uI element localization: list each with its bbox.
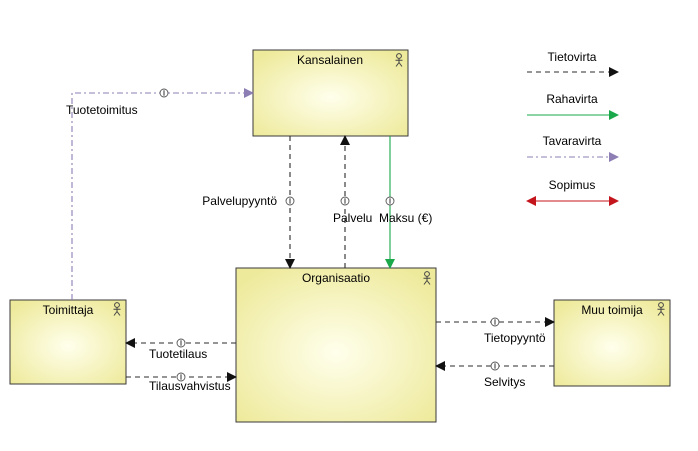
- flow-palvelu[interactable]: Palvelu: [333, 135, 372, 268]
- flow-marker-icon: [176, 338, 186, 348]
- flow-marker-icon: [490, 317, 500, 327]
- actor-toimittaja-label: Toimittaja: [43, 303, 94, 317]
- actor-kansalainen-label: Kansalainen: [297, 53, 363, 67]
- flow-tilausvahvistus-label: Tilausvahvistus: [149, 379, 231, 393]
- actor-organisaatio-label: Organisaatio: [302, 271, 370, 285]
- legend-rahavirta-label: Rahavirta: [546, 92, 598, 106]
- flow-selvitys[interactable]: Selvitys: [435, 361, 554, 389]
- actor-kansalainen[interactable]: Kansalainen: [252, 49, 409, 137]
- flow-tuotetilaus[interactable]: Tuotetilaus: [125, 338, 236, 361]
- flow-palvelupyynto-label: Palvelupyyntö: [202, 194, 277, 208]
- legend-tavaravirta: Tavaravirta: [527, 134, 619, 162]
- flow-tietopyynto-label: Tietopyyntö: [484, 331, 546, 345]
- actor-toimittaja[interactable]: Toimittaja: [9, 299, 127, 385]
- flow-selvitys-label: Selvitys: [484, 375, 525, 389]
- flow-maksu[interactable]: Maksu (€): [379, 136, 432, 269]
- flow-tuotetilaus-label: Tuotetilaus: [149, 347, 207, 361]
- legend-tietovirta-label: Tietovirta: [548, 50, 597, 64]
- flow-marker-icon: [490, 361, 500, 371]
- flow-marker-icon: [159, 88, 169, 98]
- legend-tietovirta: Tietovirta: [527, 50, 619, 77]
- actor-muu-toimija-label: Muu toimija: [581, 303, 643, 317]
- flow-maksu-label: Maksu (€): [379, 211, 432, 225]
- flow-tuotetoimitus-label: Tuotetoimitus: [66, 103, 138, 117]
- flow-marker-icon: [340, 196, 350, 206]
- flow-tuotetoimitus[interactable]: Tuotetoimitus: [66, 88, 254, 300]
- actor-muu-toimija[interactable]: Muu toimija: [553, 299, 671, 387]
- legend-sopimus: Sopimus: [526, 178, 619, 206]
- legend-sopimus-label: Sopimus: [549, 178, 596, 192]
- flow-palvelupyynto[interactable]: Palvelupyyntö: [202, 136, 295, 269]
- flow-tietopyynto[interactable]: Tietopyyntö: [436, 317, 555, 345]
- flow-marker-icon: [385, 196, 395, 206]
- legend-tavaravirta-label: Tavaravirta: [543, 134, 602, 148]
- flow-marker-icon: [285, 196, 295, 206]
- flow-tilausvahvistus[interactable]: Tilausvahvistus: [126, 372, 237, 393]
- actor-organisaatio[interactable]: Organisaatio: [235, 267, 437, 423]
- flow-palvelu-label: Palvelu: [333, 211, 372, 225]
- legend-rahavirta: Rahavirta: [527, 92, 619, 120]
- legend: Tietovirta Rahavirta Tavaravirta Sopimus: [526, 50, 619, 206]
